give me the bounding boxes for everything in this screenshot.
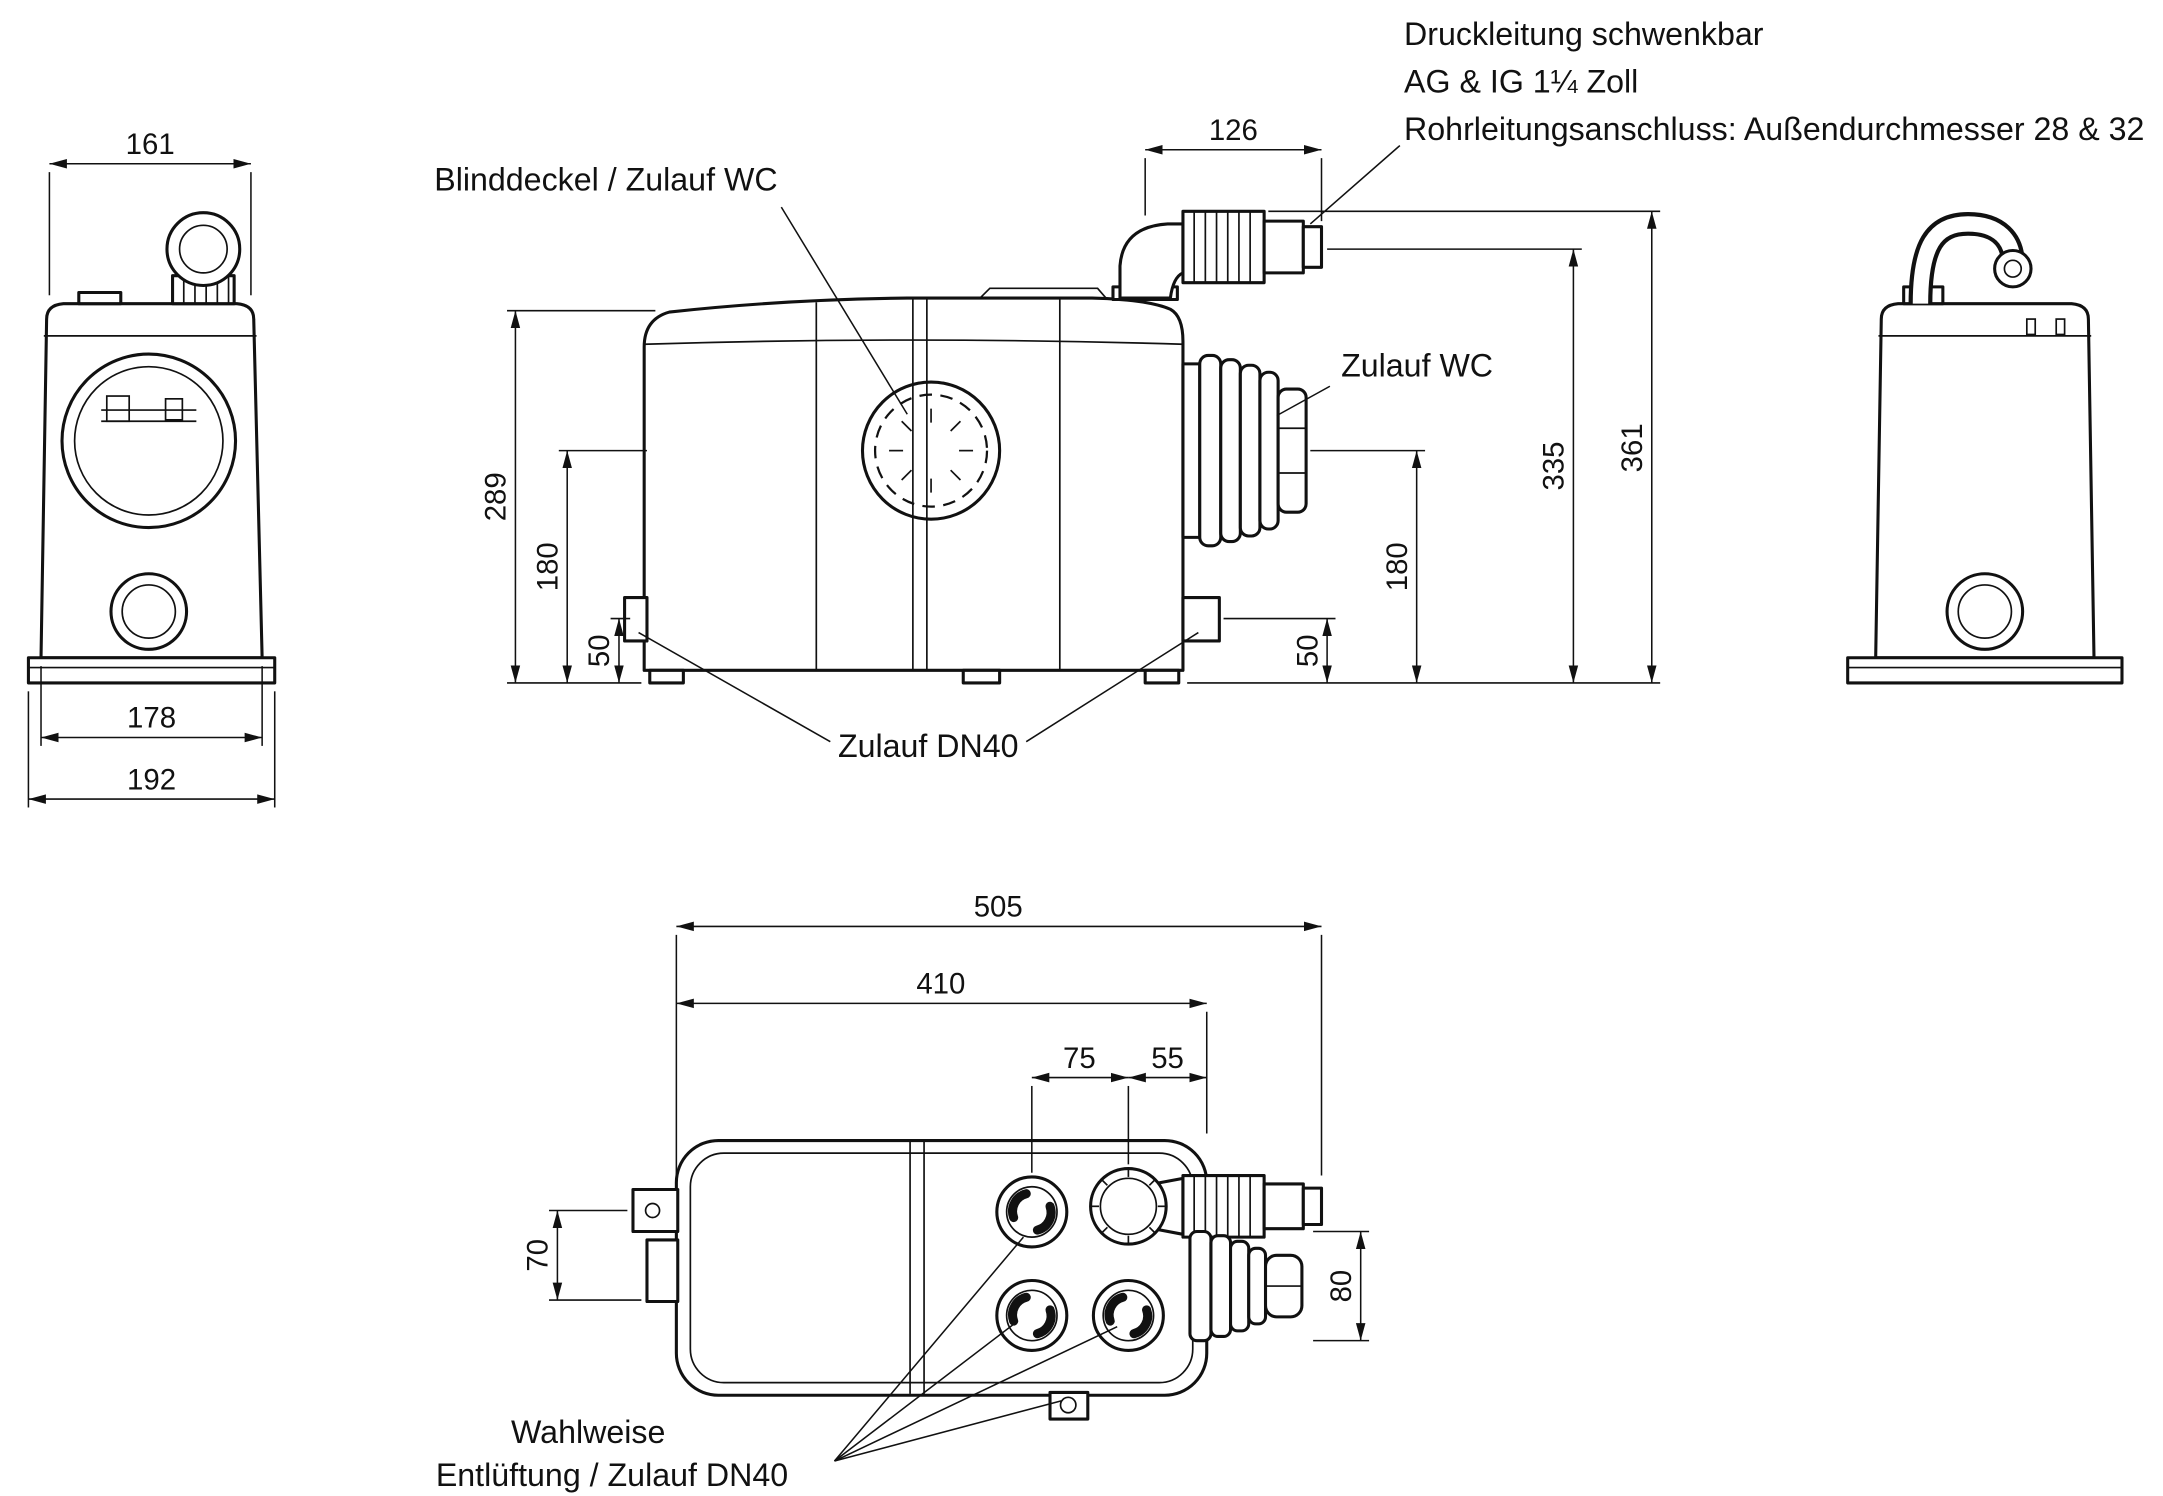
dim-55: 55 xyxy=(1151,1042,1184,1075)
label-zulauf-wc-group: Zulauf WC xyxy=(1276,347,1493,417)
dim-361-group: 361 xyxy=(1187,210,1661,684)
discharge-plan xyxy=(1089,1166,1324,1246)
dim-505: 505 xyxy=(974,891,1023,924)
mounting-tab-bottom xyxy=(1048,1390,1090,1421)
dim-180-left: 180 xyxy=(531,542,564,591)
label-druckleitung-line1: Druckleitung schwenkbar xyxy=(1404,16,1764,52)
dim-50-left: 50 xyxy=(583,634,616,667)
port-d xyxy=(1091,1278,1165,1352)
dim-192: 192 xyxy=(127,763,176,796)
inlet-stub-right xyxy=(1181,596,1221,643)
dim-75: 75 xyxy=(1063,1042,1096,1075)
dim-80: 80 xyxy=(1325,1270,1358,1303)
mounting-tab-left xyxy=(631,1187,680,1234)
dim-289-group: 289 xyxy=(480,309,656,684)
rear-view-body xyxy=(1846,212,2124,685)
foot xyxy=(1143,668,1181,685)
top-view: 505 410 75 55 70 80 xyxy=(436,891,1370,1493)
dim-50-left-group: 50 xyxy=(583,617,631,683)
label-druckleitung-line3: Rohrleitungsanschluss: Außendurchmesser … xyxy=(1404,111,2144,147)
dim-126: 126 xyxy=(1209,114,1258,147)
dim-178-group: 178 xyxy=(40,666,263,746)
dim-161-group: 161 xyxy=(48,128,252,296)
dim-180-right-group: 180 xyxy=(1310,449,1426,683)
dim-180-right: 180 xyxy=(1381,542,1414,591)
dim-70-group: 70 xyxy=(522,1209,642,1301)
dim-361: 361 xyxy=(1616,423,1649,472)
dim-178: 178 xyxy=(127,702,176,735)
dim-50-right-group: 50 xyxy=(1223,617,1336,683)
foot xyxy=(961,668,1002,685)
port-a xyxy=(995,1175,1069,1249)
side-inlet-port-large xyxy=(60,352,238,530)
label-wahlweise-group: Wahlweise Entlüftung / Zulauf DN40 xyxy=(436,1236,1118,1493)
dim-410-group: 410 xyxy=(676,968,1208,1134)
rear-connector-ring xyxy=(1993,248,2033,289)
port-c xyxy=(995,1278,1069,1352)
label-blinddeckel: Blinddeckel / Zulauf WC xyxy=(434,161,777,197)
side-view-left-body xyxy=(26,211,277,685)
wc-bellows xyxy=(1181,353,1308,548)
dim-289: 289 xyxy=(480,472,513,521)
dim-192-group: 192 xyxy=(27,691,276,808)
dim-126-group: 126 xyxy=(1144,114,1323,222)
dim-505-group: 505 xyxy=(675,891,1323,1184)
dim-75-group: 75 xyxy=(1031,1042,1130,1173)
side-view-left: 161 178 192 xyxy=(26,128,277,808)
label-wahlweise-line2: Entlüftung / Zulauf DN40 xyxy=(436,1457,788,1493)
base-plate xyxy=(26,656,277,685)
discharge-elbow xyxy=(1111,209,1324,302)
base-plate xyxy=(1846,656,2124,685)
label-zulauf-wc: Zulauf WC xyxy=(1341,347,1493,383)
label-druckleitung-group: Druckleitung schwenkbar AG & IG 1¼ Zoll … xyxy=(1309,16,2144,225)
dim-161: 161 xyxy=(126,128,175,161)
foot xyxy=(648,668,685,685)
dim-50-right: 50 xyxy=(1291,634,1324,667)
dim-80-group: 80 xyxy=(1313,1230,1370,1342)
threaded-connector xyxy=(1181,209,1266,285)
dim-180-left-group: 180 xyxy=(531,449,647,683)
label-blinddeckel-group: Blinddeckel / Zulauf WC xyxy=(434,161,908,415)
dim-335-group: 335 xyxy=(1327,248,1582,683)
label-zulauf-dn40-group: Zulauf DN40 xyxy=(638,631,1199,764)
front-view-body xyxy=(623,287,1221,685)
dim-70: 70 xyxy=(522,1239,555,1272)
dim-410: 410 xyxy=(916,968,965,1001)
port-b-discharge xyxy=(1089,1166,1168,1246)
dim-335: 335 xyxy=(1538,442,1571,491)
blind-cover xyxy=(860,380,1002,521)
inlet-stub-plan-left xyxy=(645,1238,680,1304)
label-druckleitung-line2: AG & IG 1¼ Zoll xyxy=(1404,63,1638,99)
label-wahlweise-line1: Wahlweise xyxy=(511,1414,665,1450)
top-connector-ring xyxy=(165,211,242,288)
dim-55-group: 55 xyxy=(1128,1042,1207,1083)
top-view-body xyxy=(631,1139,1209,1421)
front-view: 126 289 180 50 50 180 xyxy=(434,16,2144,764)
bellows-plan xyxy=(1188,1229,1304,1343)
label-zulauf-dn40: Zulauf DN40 xyxy=(838,728,1019,764)
rear-view xyxy=(1846,212,2124,685)
